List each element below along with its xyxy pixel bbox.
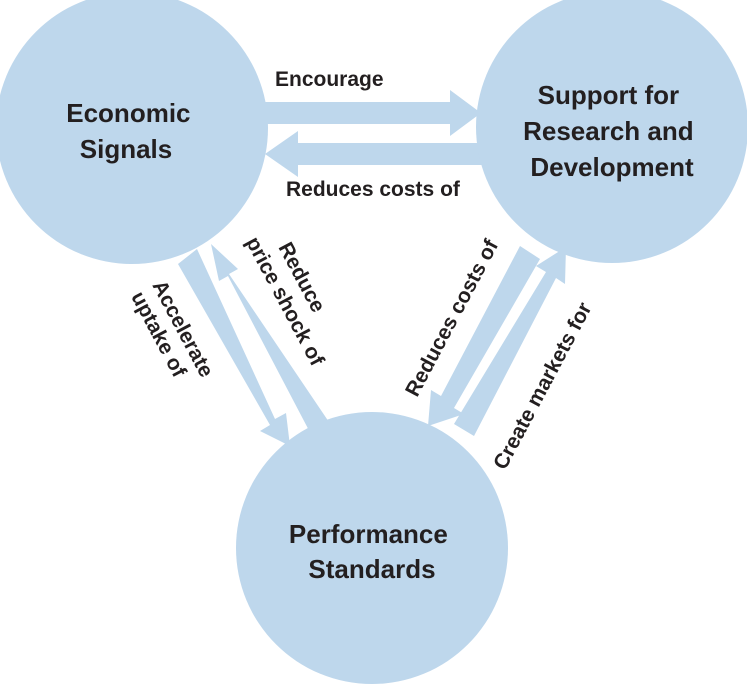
node-standards-label: Performance Standards bbox=[289, 519, 455, 584]
edge-encourage-label: Encourage bbox=[275, 68, 384, 91]
node-economic-line2: Signals bbox=[80, 134, 172, 164]
node-economic-line1: Economic bbox=[66, 98, 190, 128]
edge-create-markets-label: Create markets for bbox=[489, 299, 596, 474]
arrow-accelerate-uptake bbox=[178, 249, 290, 446]
edge-reduce-price-label: Reduce price shock of bbox=[241, 221, 352, 371]
node-standards-line2: Standards bbox=[308, 554, 435, 584]
arrow-reduces-costs-right bbox=[428, 246, 540, 426]
node-performance-standards bbox=[236, 412, 508, 684]
node-research-line2: Research and bbox=[523, 116, 694, 146]
node-research-line1: Support for bbox=[538, 80, 680, 110]
node-research-label: Support for Research and Development bbox=[523, 80, 701, 182]
node-research-development bbox=[476, 0, 747, 263]
node-standards-line1: Performance bbox=[289, 519, 448, 549]
node-research-line3: Development bbox=[530, 152, 694, 182]
arrow-encourage bbox=[262, 90, 481, 136]
arrow-reduce-price-shock bbox=[211, 244, 333, 440]
node-economic-label: Economic Signals bbox=[66, 98, 197, 164]
node-economic-signals bbox=[0, 0, 268, 264]
arrow-reduces-costs-top bbox=[265, 131, 490, 177]
arrow-create-markets bbox=[454, 247, 566, 436]
edge-reduces-costs-top-label: Reduces costs of bbox=[286, 178, 461, 201]
